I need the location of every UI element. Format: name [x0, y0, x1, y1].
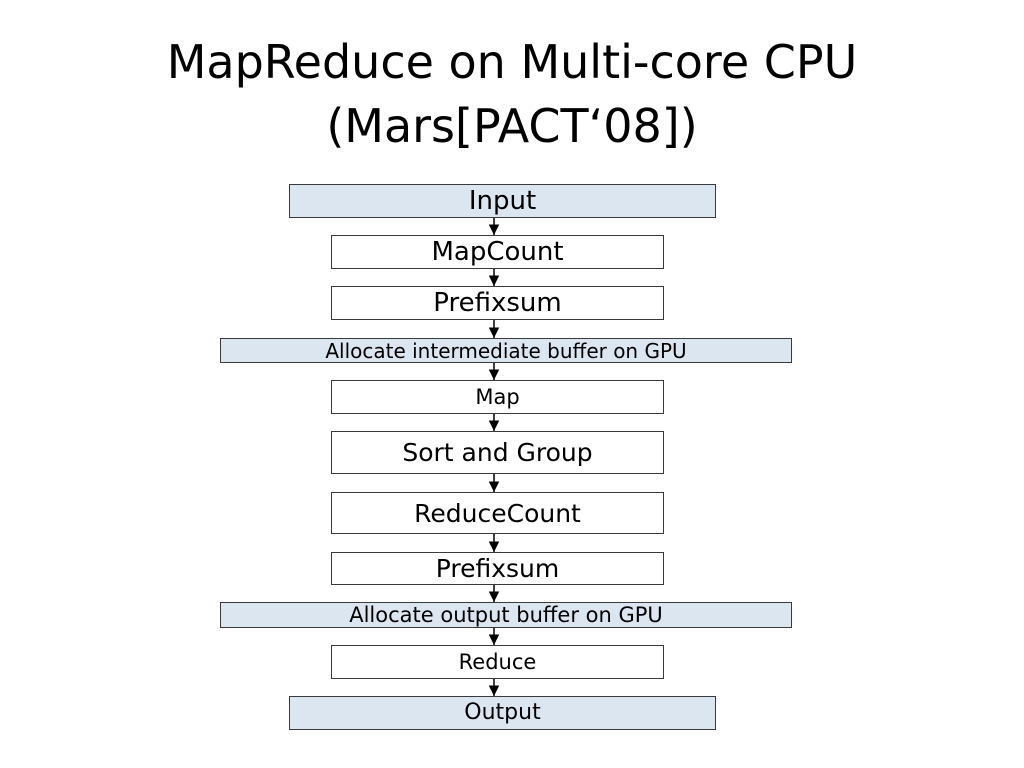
step-prefixsum-2-label: Prefixsum [435, 554, 560, 583]
step-input: Input [289, 184, 716, 218]
step-prefixsum-1-label: Prefixsum [433, 288, 562, 318]
step-allocate-output-buffer: Allocate output buffer on GPU [220, 602, 792, 628]
step-map: Map [331, 380, 664, 414]
step-mapcount-label: MapCount [431, 237, 564, 267]
step-reducecount-label: ReduceCount [414, 498, 581, 528]
step-output: Output [289, 696, 716, 730]
step-sort-and-group-label: Sort and Group [402, 438, 593, 467]
step-sort-and-group: Sort and Group [331, 431, 664, 474]
step-input-label: Input [468, 186, 537, 216]
step-allocate-intermediate-buffer-label: Allocate intermediate buffer on GPU [325, 338, 687, 363]
slide-title-line-2: (Mars[PACT‘08]) [326, 99, 698, 153]
step-reduce-label: Reduce [458, 649, 537, 674]
step-output-label: Output [464, 700, 541, 725]
step-map-label: Map [475, 384, 520, 409]
step-allocate-output-buffer-label: Allocate output buffer on GPU [349, 602, 663, 627]
step-prefixsum-2: Prefixsum [331, 552, 664, 585]
step-reduce: Reduce [331, 645, 664, 679]
step-prefixsum-1: Prefixsum [331, 286, 664, 320]
step-reducecount: ReduceCount [331, 492, 664, 534]
slide-title-line-1: MapReduce on Multi-core CPU [166, 35, 858, 89]
step-allocate-intermediate-buffer: Allocate intermediate buffer on GPU [220, 338, 792, 363]
step-mapcount: MapCount [331, 235, 664, 269]
